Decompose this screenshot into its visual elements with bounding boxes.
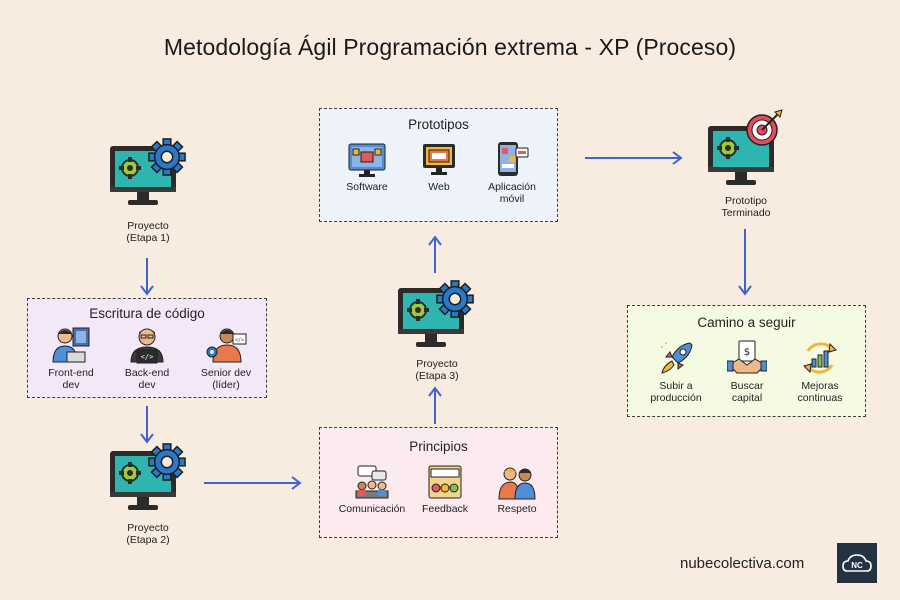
arrow-down-2 (137, 405, 157, 445)
respeto-item: Respeto (482, 464, 552, 515)
feedback-icon (428, 465, 462, 499)
frontend-developer-icon (52, 327, 90, 363)
svg-text:$: $ (744, 347, 750, 358)
produccion-item: Subir a producción (638, 339, 714, 404)
stage-etapa2 (108, 443, 188, 515)
stage-etapa3 (396, 280, 476, 352)
page-title: Metodología Ágil Programación extrema - … (163, 34, 737, 60)
feedback-item: Feedback (410, 464, 480, 515)
frontend-label: Front-end dev (48, 367, 94, 391)
gear-icon (436, 280, 474, 318)
mejoras-label: Mejoras continuas (797, 380, 843, 404)
respeto-label: Respeto (497, 503, 537, 515)
arrow-right-1 (203, 473, 303, 493)
stage-etapa3-label: Proyecto (Etapa 3) (415, 358, 459, 382)
principios-box: Principios Comunicación Feedback (319, 427, 558, 538)
web-item: Web (404, 140, 474, 193)
arrow-right-2 (584, 148, 684, 168)
stage-terminado (706, 109, 786, 190)
web-label: Web (428, 181, 450, 193)
comunicacion-item: Comunicación (330, 464, 414, 515)
camino-title: Camino a seguir (697, 315, 796, 330)
stage-etapa2-label: Proyecto (Etapa 2) (126, 522, 170, 546)
principios-title: Principios (409, 439, 468, 454)
target-icon (746, 109, 783, 146)
gear-icon (148, 443, 186, 481)
frontend-item: Front-end dev (36, 326, 106, 391)
nubecolectiva-logo: NC (837, 543, 877, 583)
rocket-icon (661, 342, 693, 374)
gear-icon (148, 138, 186, 176)
svg-text:</>: </> (235, 338, 244, 344)
backend-label: Back-end dev (124, 367, 170, 391)
produccion-label: Subir a producción (650, 380, 702, 404)
app-label: Aplicación móvil (488, 181, 536, 205)
senior-developer-icon: </> (206, 328, 247, 363)
stage-etapa1-label: Proyecto (Etapa 1) (126, 220, 170, 244)
arrow-down-1 (137, 257, 157, 297)
prototipos-title: Prototipos (408, 117, 469, 132)
software-item: Software (330, 140, 404, 193)
stage-terminado-label: Prototipo Terminado (721, 195, 771, 219)
cloud-logo-icon (837, 543, 877, 583)
escritura-title: Escritura de código (89, 306, 205, 321)
camino-box: Camino a seguir Subir a producción $ Bus… (627, 305, 866, 417)
handshake-money-icon: $ (727, 340, 767, 374)
svg-text:</>: </> (141, 353, 154, 361)
capital-label: Buscar capital (730, 380, 764, 404)
escritura-box: Escritura de código Front-end dev </> Ba… (27, 298, 267, 398)
backend-developer-icon: </> (130, 328, 164, 364)
comunicacion-label: Comunicación (338, 503, 406, 515)
footer-site[interactable]: nubecolectiva.com (680, 555, 805, 572)
feedback-label: Feedback (421, 503, 469, 515)
backend-item: </> Back-end dev (112, 326, 182, 391)
respect-icon (498, 467, 536, 500)
web-prototype-icon (423, 144, 455, 175)
arrow-up-2 (425, 234, 445, 274)
cycle-chart-icon (803, 342, 837, 374)
mejoras-item: Mejoras continuas (782, 339, 858, 404)
senior-label: Senior dev (líder) (200, 367, 252, 391)
logo-text: NC (851, 561, 863, 570)
senior-item: </> Senior dev (líder) (188, 326, 264, 391)
arrow-down-3 (738, 229, 752, 296)
mobile-app-prototype-icon (498, 142, 529, 176)
software-label: Software (346, 181, 388, 193)
arrow-up-1 (425, 385, 445, 425)
prototipos-box: Prototipos Software Web (319, 108, 558, 222)
capital-item: $ Buscar capital (712, 339, 782, 404)
software-prototype-icon (348, 143, 386, 177)
app-item: Aplicación móvil (472, 140, 552, 205)
communication-icon (355, 465, 389, 499)
stage-etapa1 (108, 138, 188, 210)
